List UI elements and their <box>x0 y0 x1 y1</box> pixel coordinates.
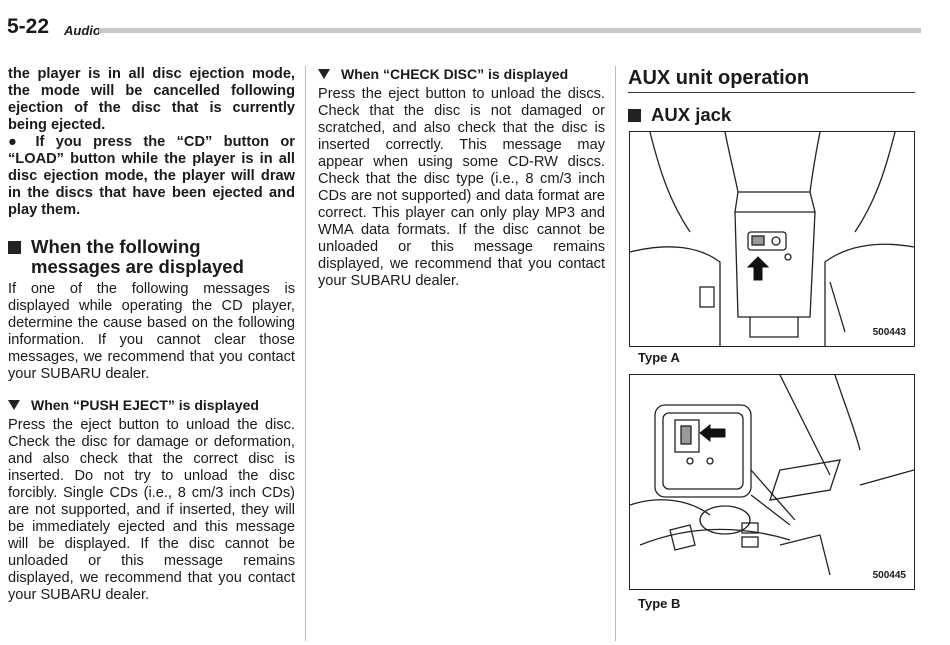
figure-type-a: 500443 <box>629 131 915 347</box>
section-name: Audio <box>64 23 101 38</box>
square-bullet-icon <box>8 241 21 254</box>
bullet-text: ● If you press the “CD” button or “LOAD”… <box>8 134 295 218</box>
aux-jack-heading-text: AUX jack <box>651 104 732 125</box>
push-eject-heading-text: When “PUSH EJECT” is displayed <box>31 397 259 413</box>
messages-heading: When the following messages are displaye… <box>8 237 295 277</box>
console-illustration-a <box>630 132 914 346</box>
figure-a-id: 500443 <box>872 327 906 338</box>
column-divider <box>305 66 306 641</box>
column-2: When “CHECK DISC” is displayed Press the… <box>318 66 605 290</box>
intro-text: the player is in all disc ejection mode,… <box>8 66 295 133</box>
column-3: AUX unit operation AUX jack <box>628 66 915 125</box>
check-disc-heading: When “CHECK DISC” is displayed <box>318 66 605 82</box>
aux-title: AUX unit operation <box>628 66 915 93</box>
console-illustration-b <box>630 375 914 576</box>
square-bullet-icon <box>628 109 641 122</box>
column-divider <box>615 66 616 641</box>
check-disc-body: Press the eject button to unload the dis… <box>318 86 605 289</box>
header-rule <box>99 28 921 33</box>
check-disc-heading-text: When “CHECK DISC” is displayed <box>341 66 569 82</box>
page-header: 5-22 Audio <box>7 15 921 41</box>
figure-a-caption: Type A <box>638 350 680 365</box>
messages-heading-text: When the following messages are displaye… <box>31 236 244 277</box>
page-number: 5-22 <box>7 15 50 38</box>
messages-body: If one of the following messages is disp… <box>8 281 295 382</box>
push-eject-heading: When “PUSH EJECT” is displayed <box>8 397 295 413</box>
aux-jack-heading: AUX jack <box>628 105 915 125</box>
figure-type-b: 500445 <box>629 374 915 590</box>
push-eject-body: Press the eject button to unload the dis… <box>8 417 295 603</box>
figure-b-id: 500445 <box>872 570 906 581</box>
column-1: the player is in all disc ejection mode,… <box>8 66 295 604</box>
triangle-bullet-icon <box>8 400 20 410</box>
triangle-bullet-icon <box>318 69 330 79</box>
figure-b-caption: Type B <box>638 596 681 611</box>
